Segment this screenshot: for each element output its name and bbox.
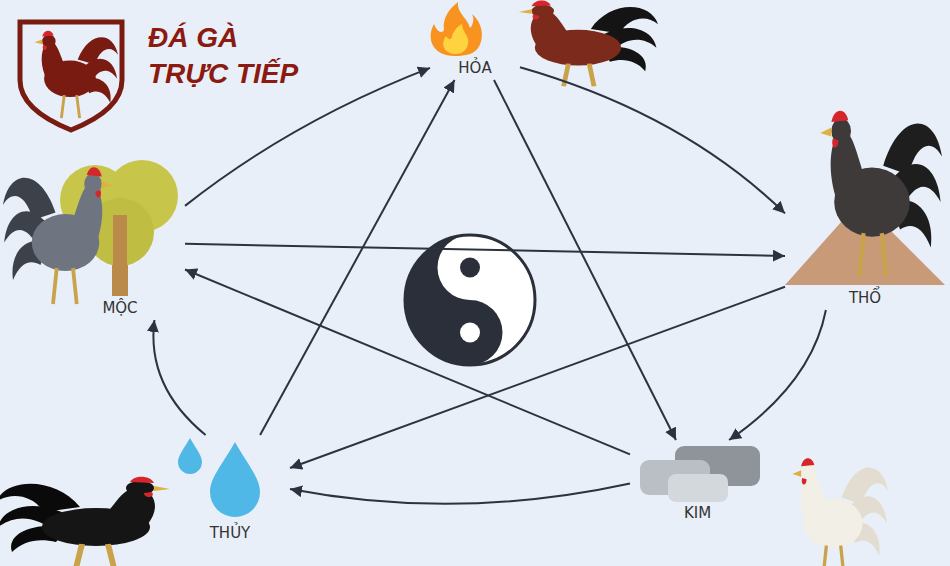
element-node: MỘC (55, 165, 185, 320)
yin-yang (405, 235, 535, 365)
connector-arrow (729, 310, 826, 440)
yin-yang-ring (405, 235, 535, 365)
logo-emblem (20, 22, 122, 130)
water-drop (210, 442, 260, 517)
element-label: THỦY (210, 524, 251, 545)
logo-rooster (34, 31, 118, 118)
water-icon (178, 438, 260, 517)
connector-arrow (185, 270, 630, 455)
element-label: MỘC (102, 299, 137, 320)
white-rooster (792, 458, 888, 566)
flame (431, 2, 482, 56)
yang-dot (460, 323, 480, 343)
logo-shield (20, 22, 122, 130)
element-node: KIM (630, 440, 765, 525)
dark-rooster (820, 111, 942, 277)
connector-arrow (185, 244, 785, 256)
metal-block (668, 474, 728, 502)
flame-core (443, 24, 468, 54)
connector-arrow (290, 287, 785, 468)
grey-rooster (3, 167, 112, 304)
element-node: HỎA (430, 5, 520, 80)
logo-text: ĐÁ GÀ TRỰC TIẾP (148, 20, 307, 93)
element-node: THỔ (785, 205, 945, 310)
yin-half (405, 235, 503, 365)
tree-trunk (112, 212, 128, 296)
connector-arrow (520, 67, 785, 213)
water-drop (178, 438, 202, 474)
black-rooster (0, 477, 170, 566)
element-label: KIM (684, 504, 711, 525)
connector-arrow (494, 80, 676, 440)
element-node: THỦY (170, 435, 290, 545)
fire-icon (431, 2, 482, 56)
connector-arrow (260, 80, 454, 435)
connector-arrow (153, 320, 205, 435)
yin-dot (460, 258, 480, 278)
connector-arrow (290, 484, 630, 504)
element-label: THỔ (849, 289, 881, 310)
element-label: HỎA (458, 59, 491, 80)
tree-trunk (113, 215, 127, 295)
metal-icon (640, 446, 760, 502)
